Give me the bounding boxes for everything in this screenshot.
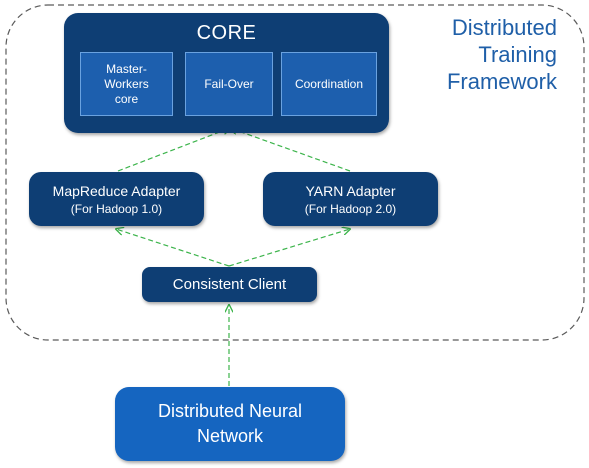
- consistent-client-label: Consistent Client: [172, 276, 287, 293]
- framework-title-line-1: Distributed: [451, 15, 557, 40]
- yarn-adapter-subtitle: (For Hadoop 2.0): [304, 201, 397, 216]
- yarn-adapter-box: YARN Adapter (For Hadoop 2.0): [263, 172, 438, 226]
- mapreduce-adapter-box: MapReduce Adapter (For Hadoop 1.0): [29, 172, 204, 226]
- mapreduce-adapter-subtitle: (For Hadoop 1.0): [70, 201, 163, 216]
- framework-boundary: [5, 4, 585, 341]
- module-coordination: Coordination: [281, 52, 377, 116]
- yarn-adapter-title: YARN Adapter: [305, 182, 396, 199]
- module-master-workers: Master-Workers core: [80, 52, 173, 116]
- mapreduce-adapter-title: MapReduce Adapter: [52, 182, 181, 199]
- arrow-yarn-to-core: [230, 128, 351, 172]
- arrow-mapreduce-to-core: [117, 128, 230, 172]
- module-coordination-label: Coordination: [294, 76, 364, 91]
- arrow-client-to-yarn: [228, 229, 350, 267]
- core-title: CORE: [196, 22, 257, 44]
- framework-title-line-3: Framework: [446, 69, 557, 94]
- distributed-neural-network-line-2: Network: [196, 426, 263, 446]
- module-fail-over-label: Fail-Over: [204, 76, 254, 91]
- framework-title: Distributed Training Framework: [447, 14, 557, 95]
- arrow-client-to-mapreduce: [116, 229, 230, 267]
- distributed-neural-network-box: Distributed Neural Network: [115, 387, 345, 461]
- module-master-workers-label: Master-Workers core: [104, 61, 149, 106]
- consistent-client-box: Consistent Client: [142, 267, 317, 302]
- module-fail-over: Fail-Over: [185, 52, 273, 116]
- framework-title-line-2: Training: [478, 42, 557, 67]
- distributed-neural-network-line-1: Distributed Neural: [157, 401, 303, 421]
